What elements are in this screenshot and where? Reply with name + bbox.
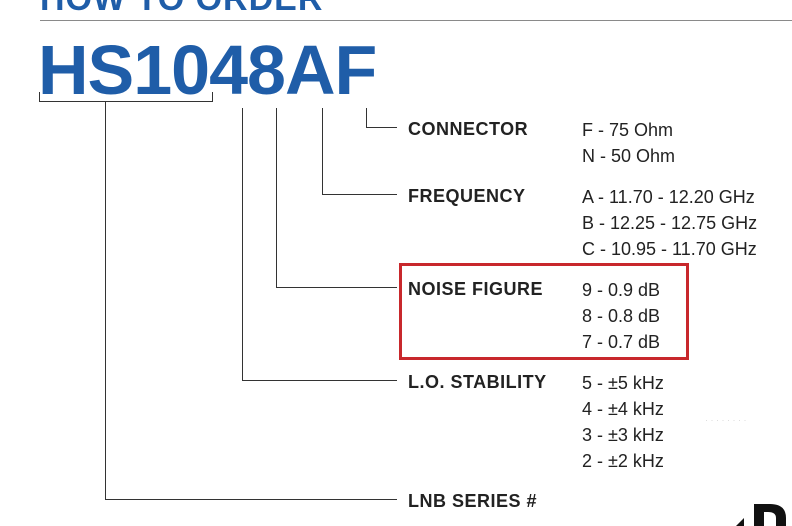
section-heading: HOW TO ORDER (40, 0, 323, 19)
frequency-options: A - 11.70 - 12.20 GHz B - 12.25 - 12.75 … (582, 184, 757, 262)
noise-figure-leader-vertical (276, 108, 277, 288)
connector-label: CONNECTOR (408, 119, 529, 139)
lo-stability-option: 5 - ±5 kHz (582, 373, 664, 393)
connector-option: N - 50 Ohm (582, 146, 676, 166)
frequency-option: A - 11.70 - 12.20 GHz (582, 187, 755, 207)
corner-logo-fragment (736, 500, 792, 526)
series-bracket-right (212, 92, 213, 102)
noise-figure-option: 8 - 0.8 dB (582, 306, 661, 326)
frequency-leader-vertical (322, 108, 323, 195)
connector-option: F - 75 Ohm (582, 120, 674, 140)
lo-stability-options: 5 - ±5 kHz 4 - ±4 kHz 3 - ±3 kHz 2 - ±2 … (582, 370, 664, 474)
series-bracket-left (39, 92, 40, 102)
connector-leader-vertical (366, 108, 367, 128)
frequency-option: C - 10.95 - 11.70 GHz (582, 239, 757, 259)
lo-stability-option: 4 - ±4 kHz (582, 399, 664, 419)
noise-figure-options: 9 - 0.9 dB 8 - 0.8 dB 7 - 0.7 dB (582, 277, 660, 355)
noise-figure-option: 9 - 0.9 dB (582, 280, 661, 300)
lo-stability-leader-horizontal (242, 380, 397, 381)
heading-divider (40, 20, 792, 21)
series-leader-horizontal (105, 499, 397, 500)
lo-stability-leader-vertical (242, 108, 243, 381)
noise-figure-highlight (399, 263, 689, 360)
lo-stability-option: 2 - ±2 kHz (582, 451, 664, 471)
series-leader-vertical (105, 101, 106, 500)
noise-figure-label: NOISE FIGURE (408, 279, 544, 299)
part-number: HS1048AF (38, 31, 377, 109)
noise-figure-leader-horizontal (276, 287, 397, 288)
frequency-option: B - 12.25 - 12.75 GHz (582, 213, 758, 233)
connector-leader-horizontal (366, 127, 397, 128)
lnb-series-label: LNB SERIES # (408, 491, 538, 511)
noise-figure-option: 7 - 0.7 dB (582, 332, 661, 352)
watermark: · · · · · · · · (705, 415, 747, 425)
frequency-label: FREQUENCY (408, 186, 526, 206)
lo-stability-label: L.O. STABILITY (408, 372, 547, 392)
series-bracket-bottom (39, 101, 213, 102)
lo-stability-option: 3 - ±3 kHz (582, 425, 664, 445)
connector-options: F - 75 Ohm N - 50 Ohm (582, 117, 675, 169)
frequency-leader-horizontal (322, 194, 397, 195)
